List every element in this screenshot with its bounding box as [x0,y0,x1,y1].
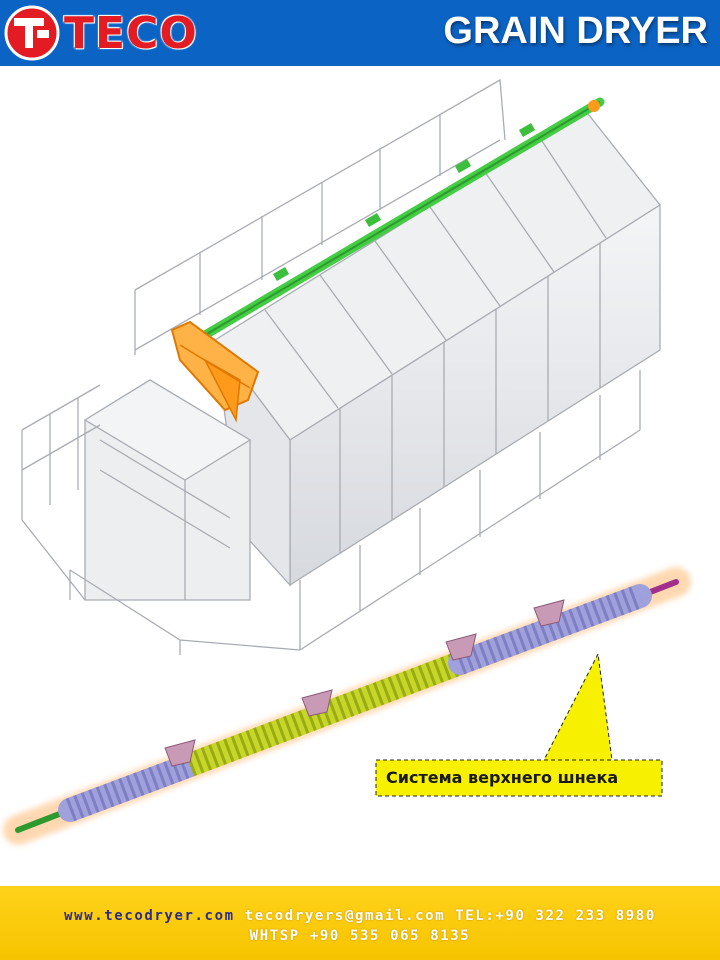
top-auger-highlight [195,97,605,343]
contact-line: www.tecodryer.com tecodryers@gmail.com T… [0,908,720,924]
teco-emblem-icon [4,5,60,61]
grain-dryer-machine [21,78,661,655]
page-title: GRAIN DRYER [443,10,708,52]
brand-wordmark: TECO [64,8,198,59]
header-bar: TECO GRAIN DRYER [0,0,720,66]
website-link[interactable]: www.tecodryer.com [64,908,235,924]
loader-hopper-highlight [170,320,260,423]
teco-logo[interactable]: TECO [4,5,204,61]
top-auger-exploded-view [3,567,691,845]
dryer-illustration [3,78,691,845]
email-phone-text: tecodryers@gmail.com TEL:+90 322 233 898… [234,908,656,924]
callout-label: Система верхнего шнека [386,768,619,787]
whatsapp-text: WHTSP +90 535 065 8135 [249,928,471,944]
footer-bar: www.tecodryer.com tecodryers@gmail.com T… [0,886,720,960]
callout-box [375,652,663,797]
